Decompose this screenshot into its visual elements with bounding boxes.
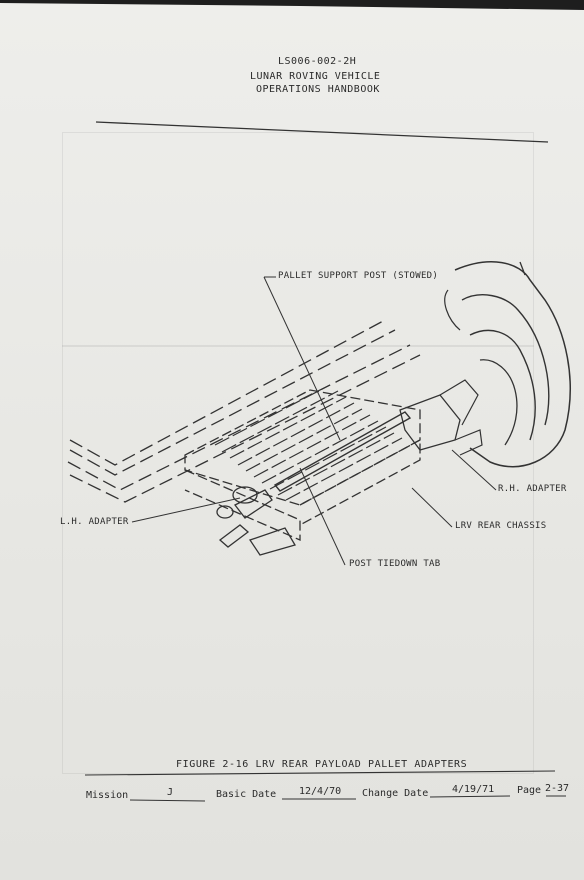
rh-adapter-part — [399, 394, 461, 451]
floor-planks — [214, 384, 403, 501]
chassis-rail-3 — [67, 344, 411, 491]
change-date-label: Change Date — [362, 788, 429, 799]
wheel-fender — [454, 261, 571, 468]
callout-post-tiedown-tab: POST TIEDOWN TAB — [349, 559, 441, 569]
chassis-rail-4 — [69, 354, 421, 503]
chassis-rail-2 — [69, 329, 396, 476]
callout-rh-adapter: R.H. ADAPTER — [498, 484, 567, 494]
lh-adapter-part — [216, 486, 296, 556]
leader-lh-adapter — [131, 497, 241, 523]
basic-date-label: Basic Date — [216, 789, 277, 800]
mission-underline — [129, 799, 206, 802]
page-label: Page — [517, 785, 542, 796]
callout-lh-adapter: L.H. ADAPTER — [60, 517, 129, 527]
pallet-frame-front — [184, 469, 301, 541]
doc-title-line2: OPERATIONS HANDBOOK — [256, 84, 380, 95]
basic-date-value: 12/4/70 — [299, 786, 342, 797]
pallet-support-post — [273, 411, 412, 492]
doc-number: LS006-002-2H — [278, 56, 357, 67]
callout-lrv-rear-chassis: LRV REAR CHASSIS — [455, 521, 547, 531]
mission-label: Mission — [86, 790, 129, 801]
figure-caption: FIGURE 2-16 LRV REAR PAYLOAD PALLET ADAP… — [176, 759, 468, 770]
leader-rh-adapter — [451, 449, 497, 491]
chassis-rail-1 — [69, 319, 386, 466]
page-value: 2-37 — [545, 783, 570, 794]
bleed-through-divider — [62, 345, 534, 347]
header-rule — [95, 121, 549, 143]
mission-value: J — [167, 787, 174, 798]
change-date-value: 4/19/71 — [452, 784, 495, 795]
page-top-edge-shadow — [0, 0, 584, 10]
doc-title-line1: LUNAR ROVING VEHICLE — [250, 71, 381, 82]
leader-pallet-support-post — [263, 276, 341, 441]
leader-lrv-rear-chassis — [411, 487, 453, 528]
callout-pallet-support-post: PALLET SUPPORT POST (STOWED) — [278, 271, 439, 281]
change-date-underline — [429, 795, 511, 798]
leader-post-tiedown-tab — [299, 467, 346, 566]
caption-rule — [84, 770, 556, 776]
